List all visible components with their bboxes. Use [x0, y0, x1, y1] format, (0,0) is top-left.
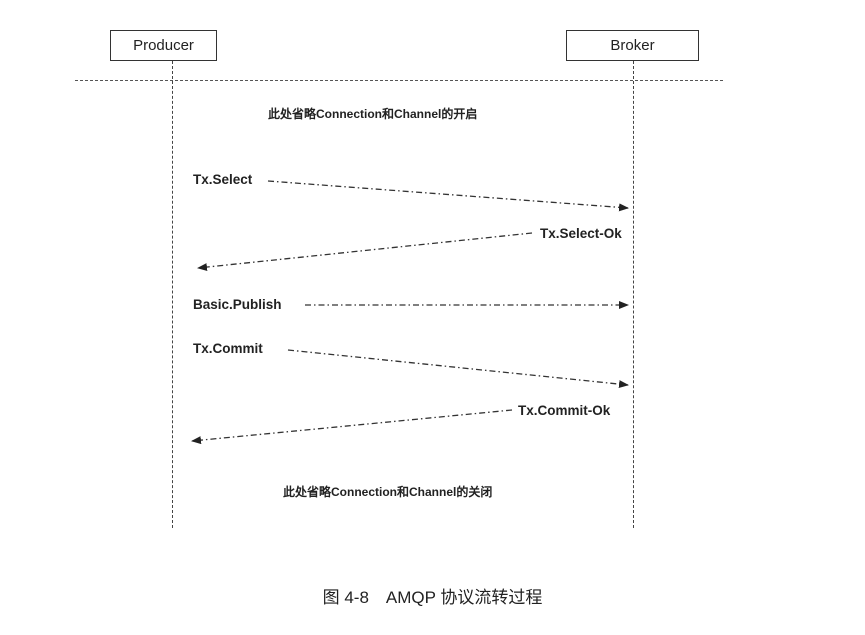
message-label-basic-publish: Basic.Publish	[193, 297, 282, 312]
arrow-tx-select-ok	[197, 232, 533, 272]
broker-box: Broker	[566, 30, 699, 61]
producer-box: Producer	[110, 30, 217, 61]
message-label-tx-select: Tx.Select	[193, 172, 253, 187]
note-open-connection: 此处省略Connection和Channel的开启	[268, 107, 478, 121]
message-label-tx-commit: Tx.Commit	[193, 341, 263, 356]
note-close-connection: 此处省略Connection和Channel的关闭	[283, 485, 493, 499]
figure-caption: 图 4-8 AMQP 协议流转过程	[322, 588, 543, 607]
broker-label: Broker	[610, 37, 655, 54]
arrow-tx-commit	[287, 349, 629, 389]
message-label-tx-select-ok: Tx.Select-Ok	[540, 226, 622, 241]
producer-label: Producer	[133, 37, 194, 54]
arrow-tx-select	[267, 180, 629, 212]
separator-line	[75, 80, 723, 81]
broker-lifeline	[633, 61, 634, 528]
arrow-tx-commit-ok	[191, 409, 513, 445]
producer-lifeline	[172, 61, 173, 528]
message-label-tx-commit-ok: Tx.Commit-Ok	[518, 403, 611, 418]
